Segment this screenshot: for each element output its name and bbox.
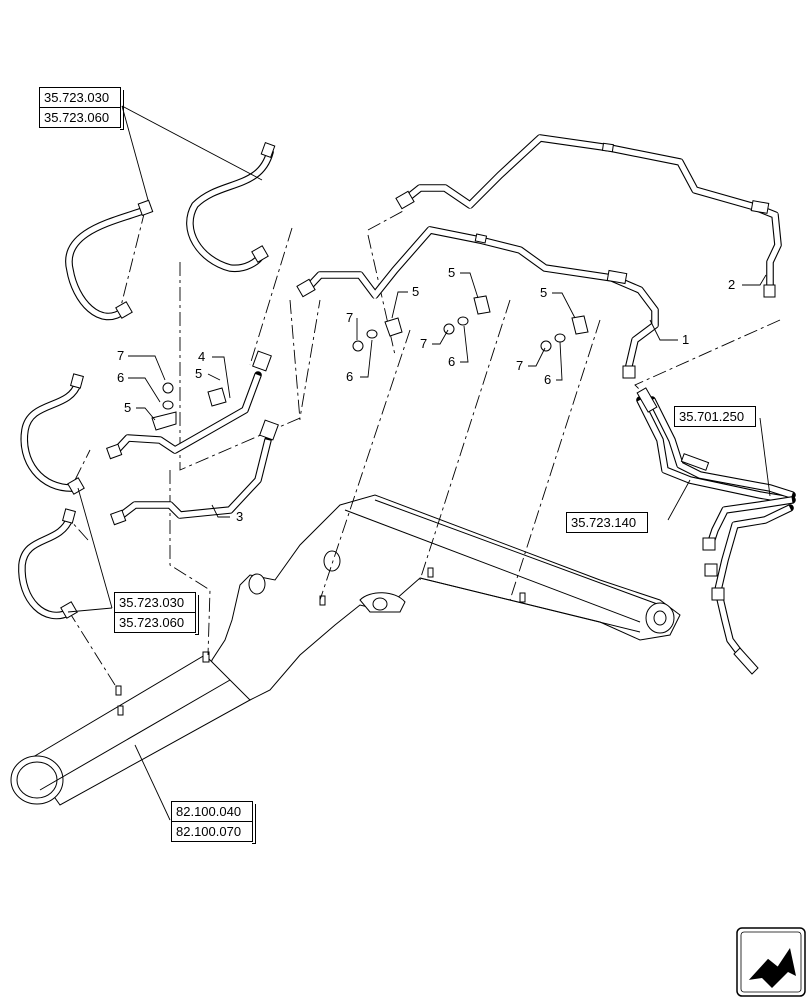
pipe-1 xyxy=(296,226,659,379)
reference-code[interactable]: 35.701.250 xyxy=(679,409,745,424)
pipe-3 xyxy=(110,419,279,526)
hydraulic-cylinder xyxy=(10,654,251,806)
reference-leaders xyxy=(67,105,771,821)
reference-box-top-left[interactable]: 35.723.030 35.723.060 xyxy=(39,87,124,130)
reference-box-right-lower[interactable]: 35.723.140 xyxy=(566,512,648,533)
callout-3: 3 xyxy=(236,509,243,524)
callout-1: 1 xyxy=(682,332,689,347)
reference-code[interactable]: 35.723.140 xyxy=(571,515,637,530)
callout-7c: 7 xyxy=(420,336,427,351)
clamp-set-4 xyxy=(540,315,589,352)
callout-7b: 7 xyxy=(346,310,353,325)
reference-box-bottom[interactable]: 82.100.040 82.100.070 xyxy=(171,801,256,844)
boom-arm xyxy=(204,494,681,701)
pipe-4 xyxy=(106,350,272,460)
callout-labels: 1 2 3 4 7 6 5 5 5 7 6 5 7 6 5 7 6 xyxy=(117,265,735,524)
boom-fittings xyxy=(115,567,526,716)
reference-code[interactable]: 82.100.040 xyxy=(172,802,252,822)
reference-code[interactable]: 35.723.060 xyxy=(44,110,110,125)
clamp-set-3 xyxy=(443,295,491,335)
callout-5b: 5 xyxy=(124,400,131,415)
callout-6b: 6 xyxy=(346,369,353,384)
callout-6c: 6 xyxy=(448,354,455,369)
callout-5c: 5 xyxy=(412,284,419,299)
callout-6d: 6 xyxy=(544,372,551,387)
reference-code[interactable]: 35.723.030 xyxy=(115,593,195,613)
reference-code[interactable]: 82.100.070 xyxy=(176,824,242,839)
callout-4: 4 xyxy=(198,349,205,364)
callout-7d: 7 xyxy=(516,358,523,373)
callout-2: 2 xyxy=(728,277,735,292)
callout-6a: 6 xyxy=(117,370,124,385)
callout-leaders xyxy=(128,272,767,518)
callout-5a: 5 xyxy=(195,366,202,381)
callout-5e: 5 xyxy=(540,285,547,300)
clamp-set-1 xyxy=(151,382,227,431)
next-page-arrow-icon[interactable] xyxy=(736,927,806,997)
reference-code[interactable]: 35.723.060 xyxy=(119,615,185,630)
assembly-lines xyxy=(67,209,781,686)
hoses-top-left xyxy=(65,142,276,321)
clamp-set-2 xyxy=(352,317,403,352)
pipe-2 xyxy=(395,134,782,298)
reference-code[interactable]: 35.723.030 xyxy=(40,88,120,108)
callout-5d: 5 xyxy=(448,265,455,280)
callout-7a: 7 xyxy=(117,348,124,363)
hoses-mid-left xyxy=(18,373,85,620)
reference-box-mid-left[interactable]: 35.723.030 35.723.060 xyxy=(114,592,199,635)
manifold-assembly xyxy=(636,387,796,675)
reference-box-right-upper[interactable]: 35.701.250 xyxy=(674,406,756,427)
